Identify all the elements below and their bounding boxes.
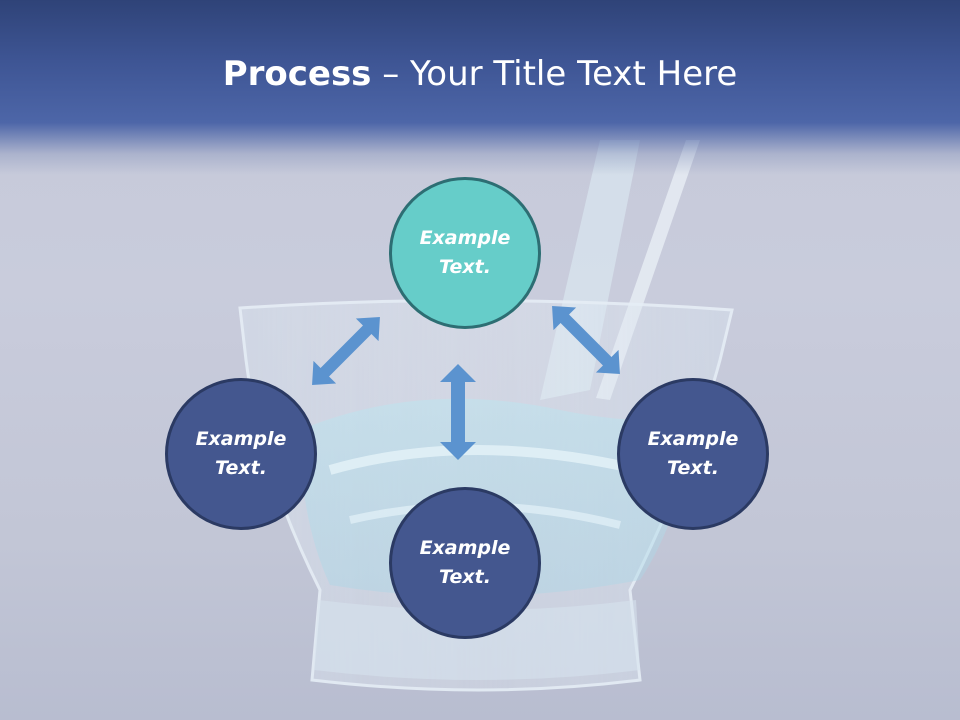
node-top-text: Example Text. — [419, 227, 511, 278]
node-right: Example Text. — [617, 378, 769, 530]
title-rest: – Your Title Text Here — [371, 54, 738, 94]
node-bottom: Example Text. — [389, 487, 541, 639]
node-right-text: Example Text. — [647, 428, 739, 479]
arrow-top-right — [552, 306, 620, 374]
node-left: Example Text. — [165, 378, 317, 530]
node-top: Example Text. — [389, 177, 541, 329]
title-bar — [0, 0, 960, 175]
arrow-top-left — [312, 317, 380, 385]
node-left-text: Example Text. — [195, 428, 287, 479]
arrow-vertical — [440, 364, 476, 460]
title-bold: Process — [222, 54, 372, 94]
page-title: Process – Your Title Text Here — [0, 52, 960, 96]
node-bottom-text: Example Text. — [419, 537, 511, 588]
